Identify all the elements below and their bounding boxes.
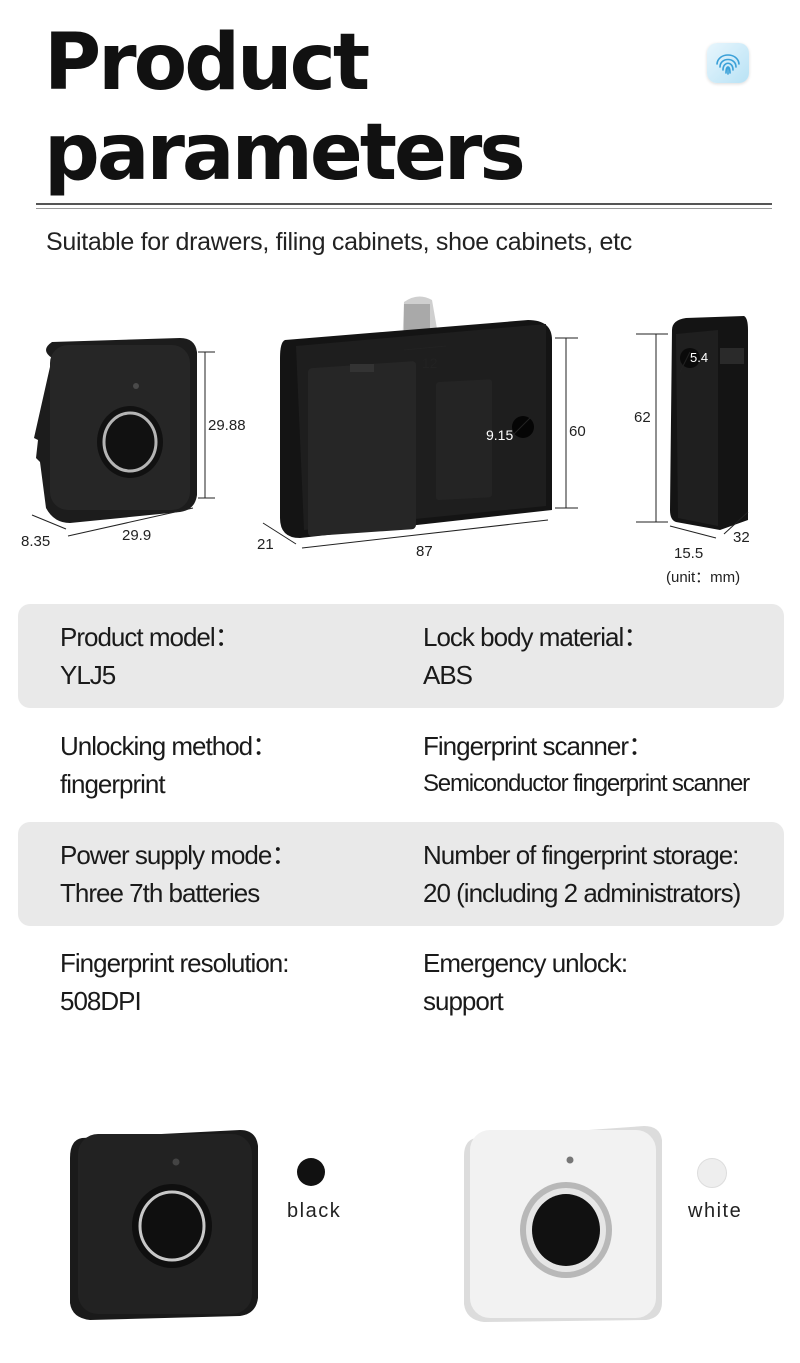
dim-body-depth: 21 <box>257 536 274 553</box>
param-value: YLJ5 <box>60 660 116 690</box>
param-label: Lock body material： <box>423 622 649 652</box>
color-variants: black white <box>0 1110 800 1340</box>
fingerprint-icon <box>707 43 749 83</box>
front-reader-image <box>34 338 197 523</box>
dim-side-depth: 32 <box>733 529 750 546</box>
white-reader-image <box>464 1126 662 1322</box>
param-label: Emergency unlock: <box>423 948 628 978</box>
unit-note: (unit：mm) <box>666 569 741 586</box>
subtitle: Suitable for drawers, filing cabinets, s… <box>46 228 633 256</box>
param-label: Fingerprint resolution: <box>60 948 289 978</box>
side-view-image <box>670 316 748 530</box>
dim-body-latch: 12 <box>422 355 438 371</box>
color-label-white: white <box>688 1200 743 1222</box>
color-label-black: black <box>287 1200 342 1222</box>
dimension-diagram: 29.88 29.9 8.35 12 9.15 60 21 87 <box>21 296 750 562</box>
param-row: Product model： YLJ5 Lock body material： … <box>18 604 784 708</box>
title-line-1: Product <box>44 18 370 108</box>
title-line-2: parameters <box>44 108 526 198</box>
page-title: Product parameters <box>44 18 526 198</box>
param-row: Unlocking method： fingerprint Fingerprin… <box>18 713 784 817</box>
param-label: Unlocking method： <box>60 731 278 761</box>
dim-side-height: 62 <box>634 409 651 426</box>
param-value: support <box>423 986 504 1016</box>
dim-side-width: 15.5 <box>674 545 703 562</box>
lock-body-image <box>280 296 552 538</box>
dim-body-width: 87 <box>416 543 433 560</box>
title-divider <box>36 203 772 205</box>
param-row: Fingerprint resolution: 508DPI Emergency… <box>18 930 784 1034</box>
dim-front-height: 29.88 <box>208 417 246 434</box>
dim-side-top: 5.4 <box>690 350 708 365</box>
param-value: ABS <box>423 660 473 690</box>
color-swatch-black[interactable] <box>297 1158 325 1186</box>
param-label: Number of fingerprint storage: <box>423 840 739 870</box>
param-value: Three 7th batteries <box>60 878 260 908</box>
black-reader-image <box>70 1130 258 1320</box>
color-swatch-white[interactable] <box>697 1158 727 1188</box>
param-label: Product model： <box>60 622 241 652</box>
param-value: 20 (including 2 administrators) <box>423 878 741 908</box>
dim-body-height: 60 <box>569 423 586 440</box>
dim-front-depth: 8.35 <box>21 533 50 550</box>
dim-body-hole: 9.15 <box>486 427 513 443</box>
param-label: Power supply mode： <box>60 840 297 870</box>
dim-front-width: 29.9 <box>122 527 151 544</box>
param-label: Fingerprint scanner： <box>423 731 654 761</box>
param-value: Semiconductor fingerprint scanner <box>423 770 750 797</box>
param-row: Power supply mode： Three 7th batteries N… <box>18 822 784 926</box>
param-value: 508DPI <box>60 986 142 1016</box>
title-divider-thin <box>36 208 772 209</box>
param-value: fingerprint <box>60 769 166 799</box>
